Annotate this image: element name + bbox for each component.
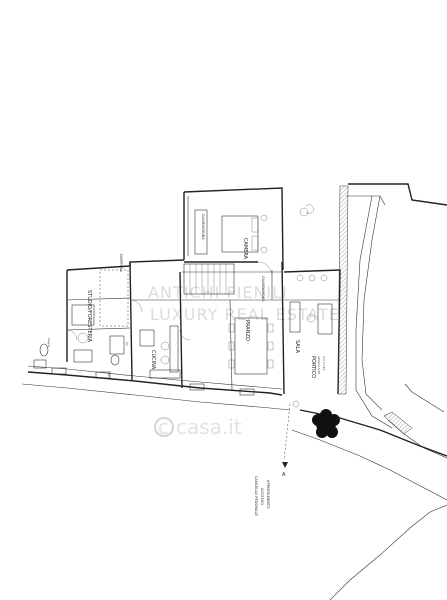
entrance-symbols <box>292 204 315 408</box>
gate-annotation: CANCELLO PEDONALE ACCESSO APPARTAMENTO <box>254 476 270 516</box>
gate-line-2: ACCESSO <box>260 488 264 505</box>
room-labels: CAMERA GUARDAROBA GUARDAROBA STUDIO/FORE… <box>47 214 326 378</box>
room-lavanderia-label: lav. <box>107 372 111 377</box>
svg-text:c: c <box>158 415 169 439</box>
stairs <box>99 263 235 327</box>
section-mark-label: A <box>282 472 286 478</box>
portico-note-2: mq 17,20 <box>322 356 326 370</box>
room-sala-label: SALA <box>294 340 300 354</box>
portico-note-1: altezza 3,00 <box>317 356 321 374</box>
room-guardaroba-2-label: GUARDAROBA <box>261 276 265 302</box>
room-camera-label: CAMERA <box>242 238 248 260</box>
watermark-line-1: ANTICHI FIENILI <box>148 283 288 302</box>
casa-logo: c casa.it <box>154 415 242 439</box>
gate-line-3: APPARTAMENTO <box>266 480 270 509</box>
section-line: A <box>282 403 291 478</box>
room-guardaroba-1-label: GUARDAROBA <box>201 214 205 240</box>
room-studio-label: STUDIO/FORESTERIA <box>86 290 92 343</box>
room-dispensa-label: DISPENSA <box>119 254 123 273</box>
external-area <box>291 183 447 600</box>
room-bagno-label: bagno <box>47 338 51 348</box>
room-cucina-label: CUCINA <box>150 350 156 370</box>
watermark-line-2: LUXURY REAL ESTATE <box>150 305 340 324</box>
room-pranzo-label: PRANZO <box>244 320 250 341</box>
watermark: ANTICHI FIENILI LUXURY REAL ESTATE c cas… <box>148 283 340 439</box>
building-walls <box>21 185 349 411</box>
tree-icon <box>312 409 340 438</box>
gate-line-1: CANCELLO PEDONALE <box>254 476 258 516</box>
room-portico-label: PORTICO <box>310 356 316 378</box>
room-wc-label: wc <box>125 342 129 346</box>
furniture <box>33 209 333 396</box>
watermark-brand: casa.it <box>176 415 242 439</box>
